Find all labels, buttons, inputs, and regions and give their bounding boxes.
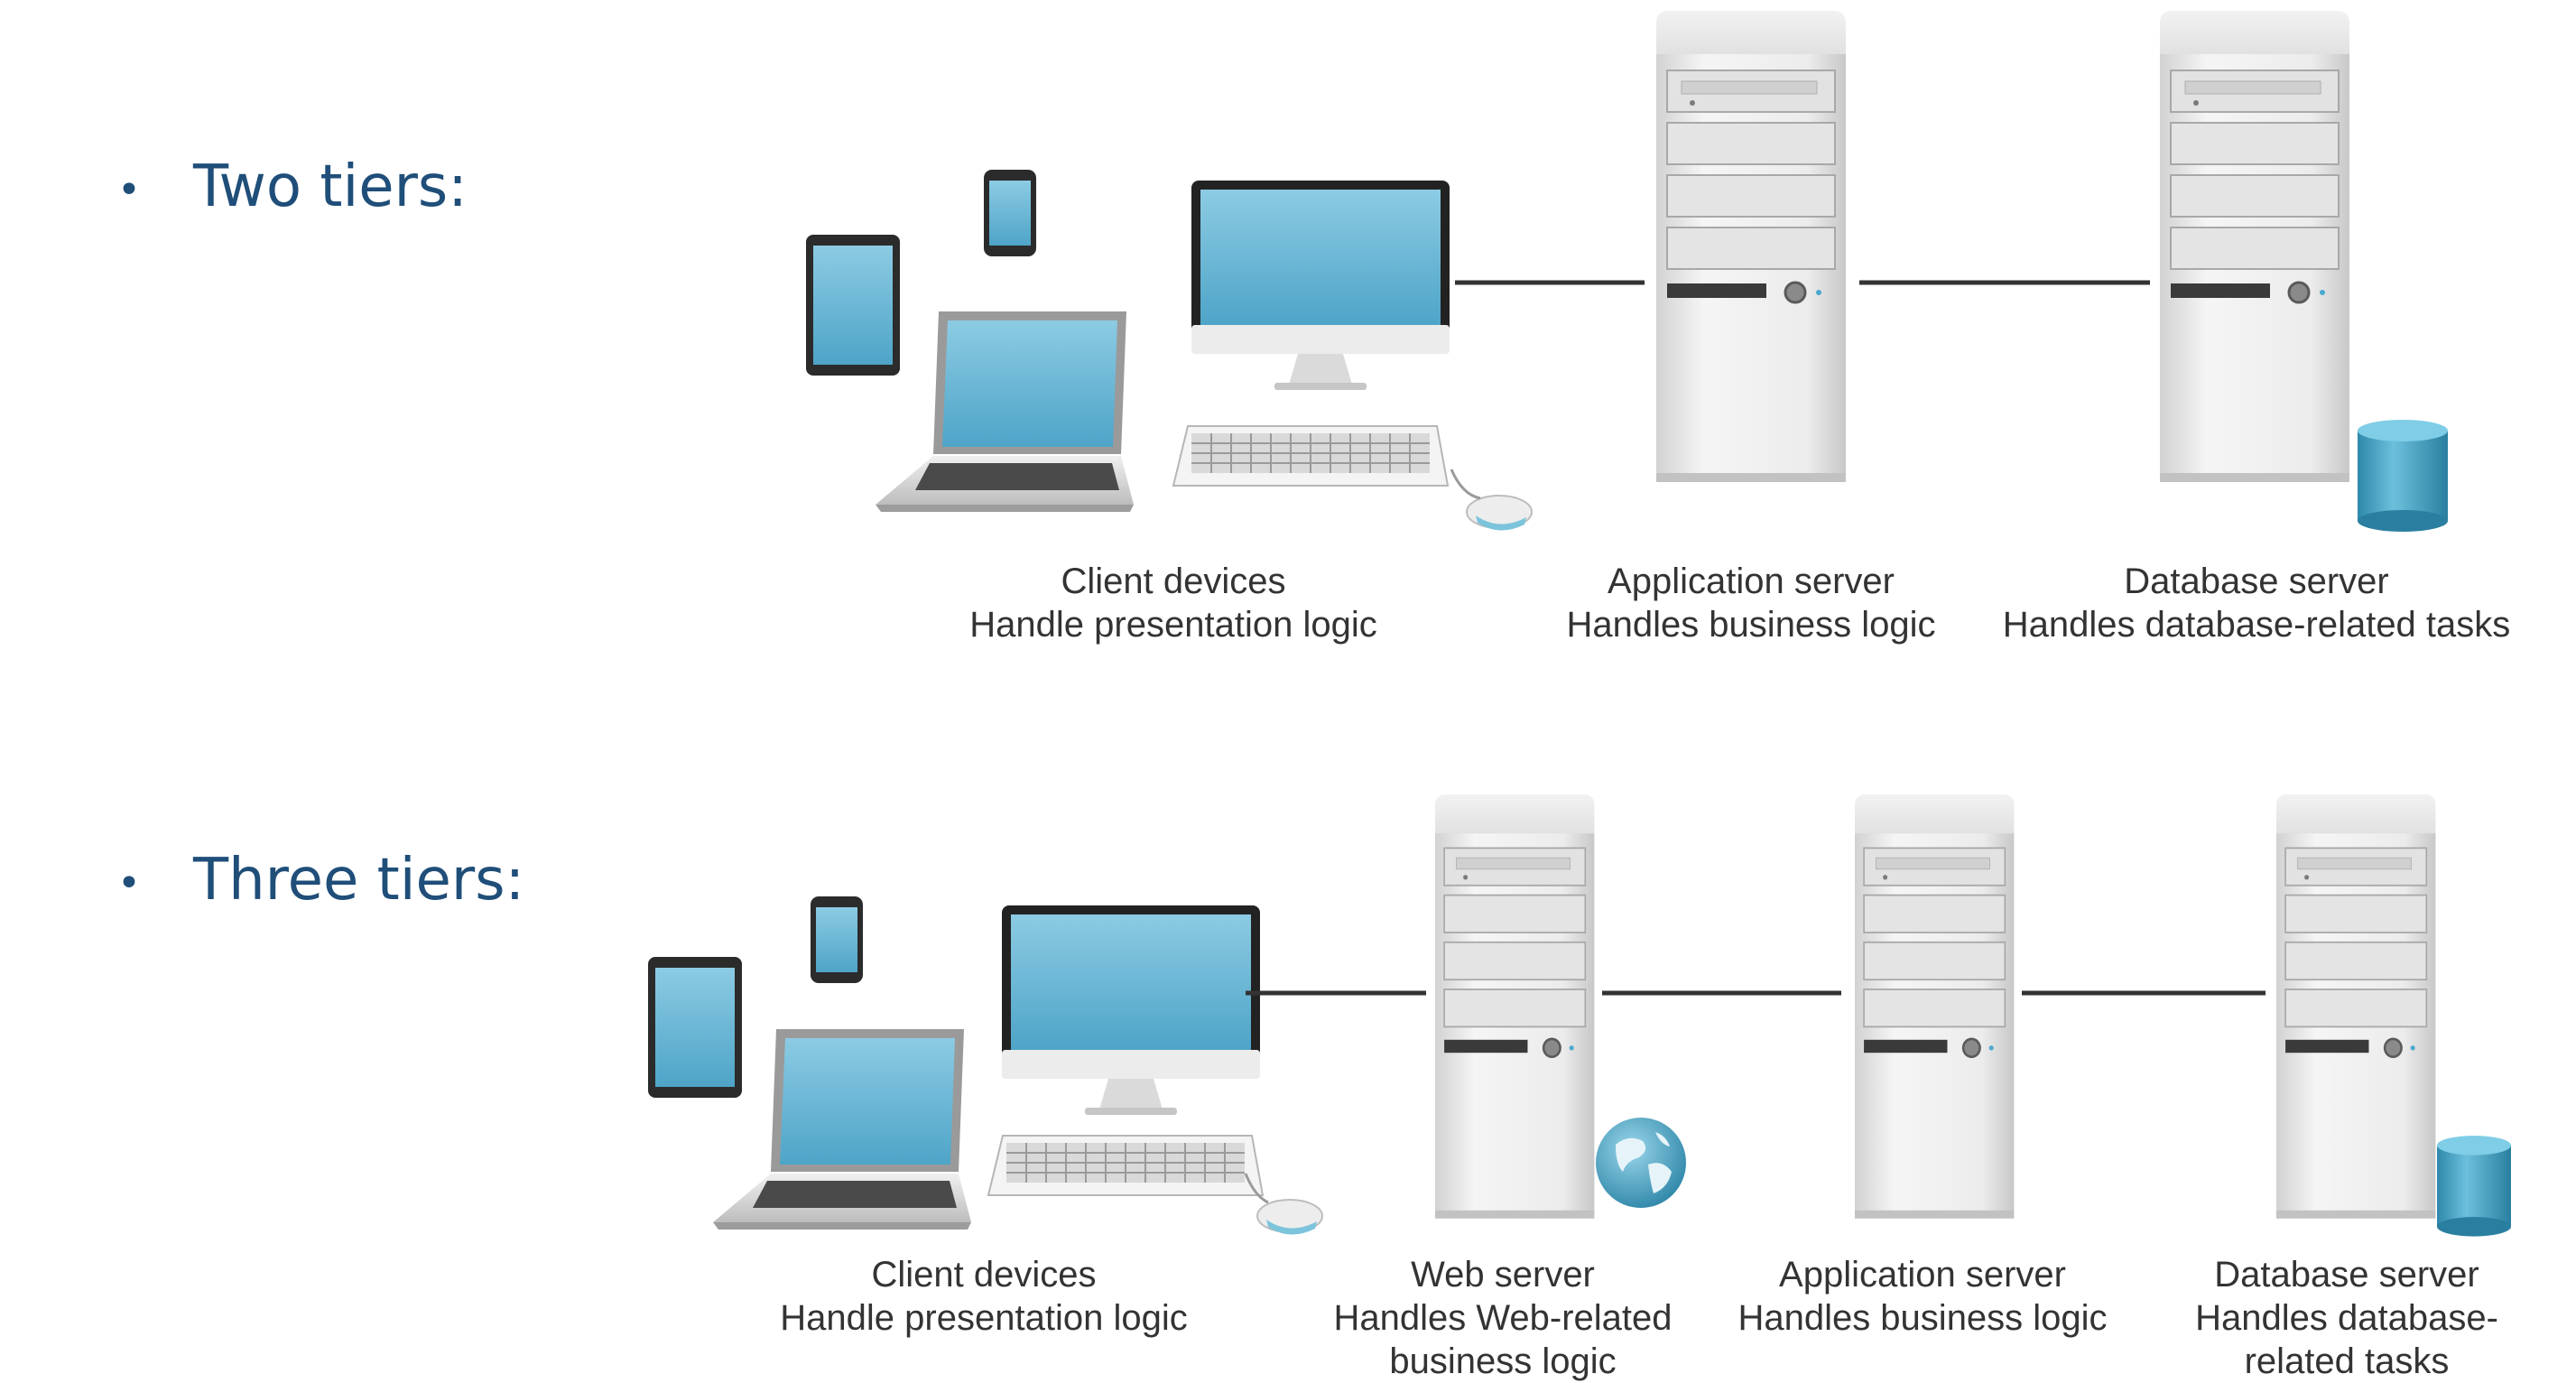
bullet-two-tiers-text: Two tiers: bbox=[193, 153, 468, 220]
laptop-icon bbox=[876, 311, 1134, 512]
smartphone-icon bbox=[811, 896, 863, 983]
smartphone-icon bbox=[984, 170, 1036, 256]
label-two-tier-client: Client devices Handle presentation logic bbox=[930, 560, 1417, 646]
label-three-tier-client: Client devices Handle presentation logic bbox=[749, 1253, 1219, 1340]
tablet-icon bbox=[648, 957, 742, 1098]
three-tier-diagram bbox=[648, 793, 2511, 1237]
bullet-two-tiers: • Two tiers: bbox=[117, 153, 468, 220]
database-cylinder-icon bbox=[2437, 1136, 2511, 1237]
server-tower-icon bbox=[1433, 793, 1596, 1221]
label-two-tier-db: Database server Handles database-related… bbox=[1981, 560, 2532, 646]
label-title: Application server bbox=[1779, 1255, 2066, 1295]
server-tower-icon bbox=[1654, 9, 1848, 484]
bullet-icon: • bbox=[117, 859, 141, 906]
monitor-icon bbox=[1191, 181, 1450, 390]
keyboard-icon bbox=[1172, 425, 1449, 487]
label-role: Handles database-related tasks bbox=[2002, 605, 2511, 645]
label-role-line1: Handles database- bbox=[2195, 1298, 2498, 1338]
label-title: Client devices bbox=[1061, 562, 1286, 601]
server-tower-icon bbox=[1853, 793, 2015, 1221]
database-cylinder-icon bbox=[2358, 420, 2448, 532]
laptop-icon bbox=[713, 1029, 971, 1230]
label-three-tier-db: Database server Handles database- relate… bbox=[2166, 1253, 2527, 1383]
label-title: Application server bbox=[1608, 562, 1895, 601]
label-role-line2: related tasks bbox=[2244, 1341, 2450, 1381]
mouse-cable bbox=[1244, 1173, 1269, 1204]
label-title: Web server bbox=[1411, 1255, 1595, 1295]
label-role: Handle presentation logic bbox=[780, 1298, 1188, 1338]
label-title: Database server bbox=[2214, 1255, 2479, 1295]
bullet-three-tiers: • Three tiers: bbox=[117, 847, 524, 914]
label-title: Client devices bbox=[871, 1255, 1097, 1295]
client-devices-group bbox=[806, 170, 1533, 532]
server-tower-icon bbox=[2275, 793, 2437, 1221]
label-role: Handle presentation logic bbox=[969, 605, 1377, 645]
two-tier-diagram bbox=[806, 9, 2448, 532]
keyboard-icon bbox=[987, 1135, 1264, 1196]
label-role: Handles business logic bbox=[1737, 1298, 2108, 1338]
bullet-three-tiers-text: Three tiers: bbox=[193, 847, 525, 914]
tablet-icon bbox=[806, 235, 900, 376]
label-role-line1: Handles Web-related bbox=[1333, 1298, 1673, 1338]
label-role-line2: business logic bbox=[1389, 1341, 1617, 1381]
mouse-icon bbox=[1466, 495, 1533, 532]
mouse-icon bbox=[1256, 1199, 1323, 1236]
label-role: Handles business logic bbox=[1566, 605, 1936, 645]
label-three-tier-app: Application server Handles business logi… bbox=[1719, 1253, 2126, 1340]
client-devices-group bbox=[648, 896, 1323, 1236]
mouse-cable bbox=[1450, 469, 1481, 500]
bullet-icon: • bbox=[117, 166, 141, 213]
server-tower-icon bbox=[2158, 9, 2351, 484]
label-title: Database server bbox=[2124, 562, 2389, 601]
label-three-tier-web: Web server Handles Web-related business … bbox=[1318, 1253, 1688, 1383]
label-two-tier-app: Application server Handles business logi… bbox=[1534, 560, 1968, 646]
monitor-icon bbox=[1002, 905, 1260, 1115]
globe-icon bbox=[1596, 1118, 1686, 1208]
